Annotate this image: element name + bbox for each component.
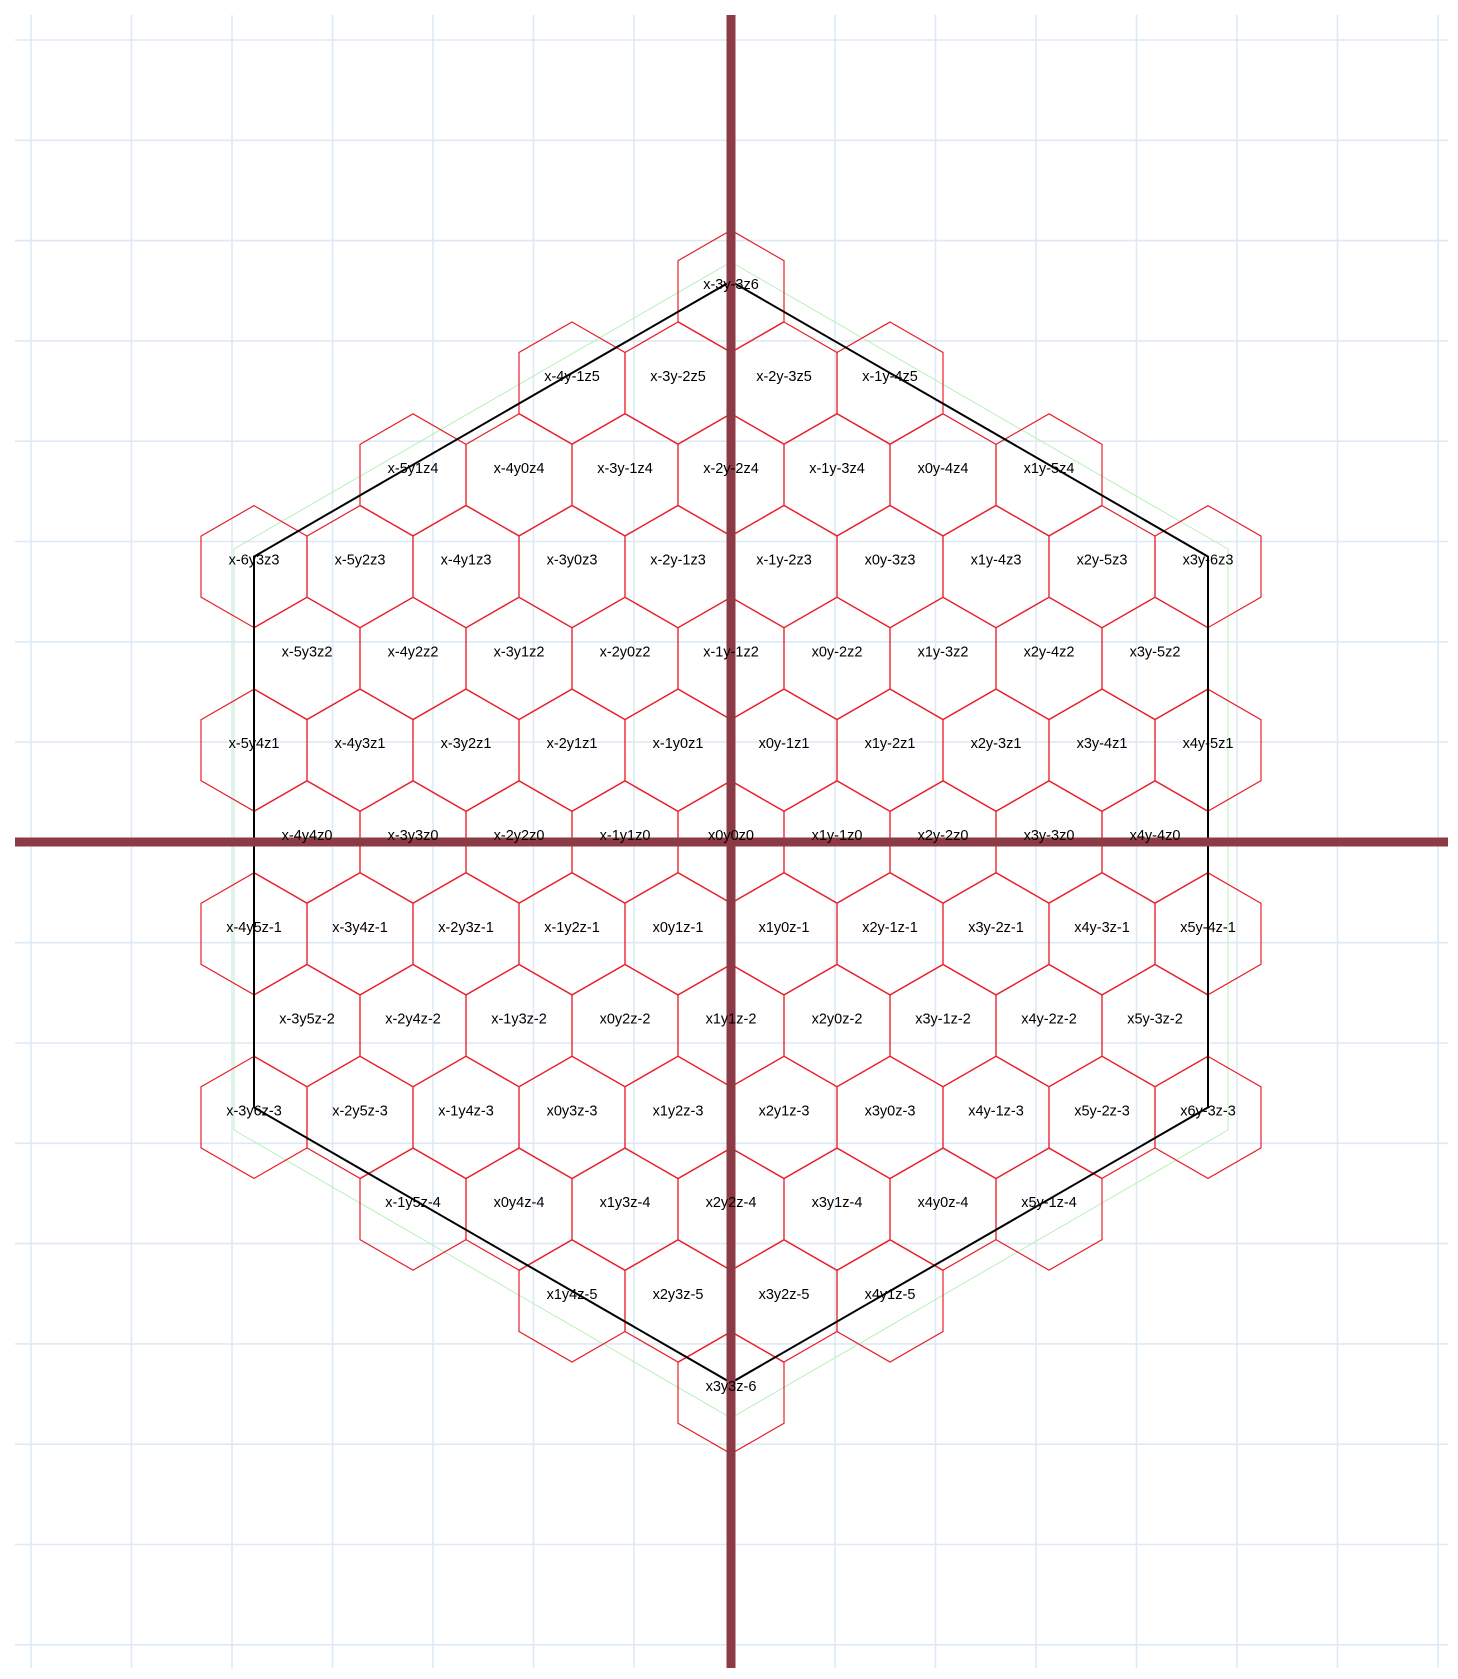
hex-label: x-1y-4z5 [862,369,918,385]
hex-label: x-4y4z0 [282,828,333,844]
hex-label: x1y0z-1 [759,920,810,936]
hex-label: x3y1z-4 [812,1195,863,1211]
hex-label: x-2y-3z5 [756,369,812,385]
hex-label: x-1y4z-3 [438,1103,494,1119]
hex-label: x-6y3z3 [229,553,280,569]
hex-label: x1y-3z2 [918,644,969,660]
hex-label: x0y-1z1 [759,736,810,752]
hex-label: x0y-4z4 [918,461,969,477]
hex-label: x-4y0z4 [494,461,545,477]
axes [15,15,1448,1668]
hex-label: x-3y-1z4 [597,461,653,477]
hex-label: x0y-2z2 [812,644,863,660]
hex-label: x-5y3z2 [282,644,333,660]
hex-label: x5y-1z-4 [1021,1195,1077,1211]
hex-label: x4y-4z0 [1130,828,1181,844]
hex-label: x1y1z-2 [706,1012,757,1028]
hex-label: x0y4z-4 [494,1195,545,1211]
hex-label: x0y1z-1 [653,920,704,936]
hex-cell [1154,1055,1262,1180]
hex-label: x-4y-1z5 [544,369,600,385]
hex-label: x3y-4z1 [1077,736,1128,752]
hex-label: x2y-2z0 [918,828,969,844]
hex-label: x4y0z-4 [918,1195,969,1211]
hex-label: x1y-1z0 [812,828,863,844]
hex-label: x1y-5z4 [1024,461,1075,477]
hex-label: x-1y2z-1 [544,920,600,936]
hex-label: x-3y-2z5 [650,369,706,385]
hex-label: x4y-5z1 [1183,736,1234,752]
hex-label: x-1y3z-2 [491,1012,547,1028]
hex-label: x3y3z-6 [706,1379,757,1395]
hex-label: x-5y4z1 [229,736,280,752]
hex-label: x6y-3z-3 [1180,1103,1236,1119]
hex-label: x3y-6z3 [1183,553,1234,569]
hex-label: x-2y0z2 [600,644,651,660]
hex-label: x3y0z-3 [865,1103,916,1119]
hex-label: x0y2z-2 [600,1012,651,1028]
hex-label: x-2y4z-2 [385,1012,441,1028]
hex-label: x-3y4z-1 [332,920,388,936]
hex-label: x-3y2z1 [441,736,492,752]
hex-label: x-2y3z-1 [438,920,494,936]
hex-label: x2y-3z1 [971,736,1022,752]
hex-label: x4y-1z-3 [968,1103,1024,1119]
hex-label: x-2y-1z3 [650,553,706,569]
hex-label: x1y3z-4 [600,1195,651,1211]
hex-label: x-1y1z0 [600,828,651,844]
hex-label: x2y-4z2 [1024,644,1075,660]
hex-label: x3y2z-5 [759,1287,810,1303]
hex-label: x2y-5z3 [1077,553,1128,569]
hex-label: x-1y-3z4 [809,461,865,477]
hex-label: x3y-5z2 [1130,644,1181,660]
hex-label: x3y-3z0 [1024,828,1075,844]
hex-label: x2y1z-3 [759,1103,810,1119]
hex-label: x4y-3z-1 [1074,920,1130,936]
hex-label: x4y-2z-2 [1021,1012,1077,1028]
hex-label: x2y3z-5 [653,1287,704,1303]
hex-label: x5y-4z-1 [1180,920,1236,936]
hex-label: x2y0z-2 [812,1012,863,1028]
hex-label: x2y-1z-1 [862,920,918,936]
hex-label: x-4y1z3 [441,553,492,569]
hex-label: x-4y2z2 [388,644,439,660]
hex-label: x-3y6z-3 [226,1103,282,1119]
hex-label: x-5y1z4 [388,461,439,477]
hex-cell [836,1239,944,1363]
hex-label: x3y-2z-1 [968,920,1024,936]
hex-label: x5y-2z-3 [1074,1103,1130,1119]
hex-label: x-1y0z1 [653,736,704,752]
hex-label: x1y2z-3 [653,1103,704,1119]
hex-label: x-1y-2z3 [756,553,812,569]
hex-label: x-3y1z2 [494,644,545,660]
hex-label: x1y-4z3 [971,553,1022,569]
hex-label: x0y3z-3 [547,1103,598,1119]
hex-label: x0y-3z3 [865,553,916,569]
hex-label: x1y-2z1 [865,736,916,752]
hex-label: x-3y3z0 [388,828,439,844]
hex-label: x-3y0z3 [547,553,598,569]
hex-label: x-2y2z0 [494,828,545,844]
hex-labels: x-3y-3z6 x-4y-1z5 x-3y-2z5 x-2y-3z5 x-1y-4z5… [226,277,1236,1395]
hex-label: x-5y2z3 [335,553,386,569]
hex-label: x4y1z-5 [865,1287,916,1303]
hex-label: x-1y-1z2 [703,644,759,660]
hex-label: x0y0z0 [708,828,754,844]
hex-cell [995,1147,1103,1271]
hex-label: x-2y1z1 [547,736,598,752]
hex-label: x3y-1z-2 [915,1012,971,1028]
hex-label: x-3y5z-2 [279,1012,335,1028]
hex-label: x2y2z-4 [706,1195,757,1211]
hex-label: x-2y-2z4 [703,461,759,477]
hex-label: x-2y5z-3 [332,1103,388,1119]
hex-label: x-4y3z1 [335,736,386,752]
hex-label: x1y4z-5 [547,1287,598,1303]
hex-label: x-1y5z-4 [385,1195,441,1211]
hex-label: x-3y-3z6 [703,277,759,293]
hex-label: x5y-3z-2 [1127,1012,1183,1028]
hex-label: x-4y5z-1 [226,920,282,936]
